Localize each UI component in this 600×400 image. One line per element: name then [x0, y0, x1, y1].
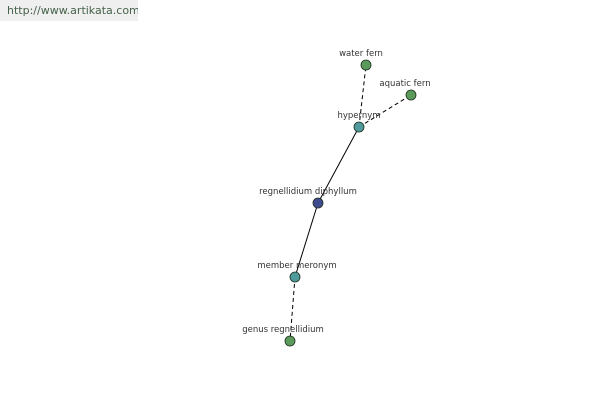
- node-label-hypernym[interactable]: hypernym: [337, 111, 380, 121]
- node-label-member-meronym[interactable]: member meronym: [257, 261, 336, 271]
- edge-hypernym-to-aquatic-fern: [358, 94, 412, 128]
- labels-layer: water fern aquatic fern hypernym regnellidi…: [242, 49, 430, 335]
- edge-regnellidium-diphyllum-to-hypernym: [317, 126, 360, 204]
- node-member-meronym[interactable]: [289, 271, 301, 283]
- edge-regnellidium-diphyllum-to-member-meronym: [294, 202, 319, 278]
- node-regnellidium-diphyllum[interactable]: [312, 197, 324, 209]
- edges-layer: [289, 64, 412, 342]
- node-label-water-fern[interactable]: water fern: [339, 49, 383, 59]
- node-aquatic-fern[interactable]: [405, 89, 417, 101]
- nodes-layer: [284, 59, 417, 347]
- node-genus-regnellidium[interactable]: [284, 335, 296, 347]
- edge-member-meronym-to-genus-regnellidium: [289, 276, 296, 342]
- site-url-watermark[interactable]: http://www.artikata.com: [0, 0, 138, 21]
- node-water-fern[interactable]: [360, 59, 372, 71]
- node-label-regnellidium-diphyllum[interactable]: regnellidium diphyllum: [259, 187, 357, 197]
- node-label-aquatic-fern[interactable]: aquatic fern: [379, 79, 430, 89]
- node-label-genus-regnellidium[interactable]: genus regnellidium: [242, 325, 324, 335]
- node-hypernym[interactable]: [353, 121, 365, 133]
- edge-hypernym-to-water-fern: [358, 64, 367, 128]
